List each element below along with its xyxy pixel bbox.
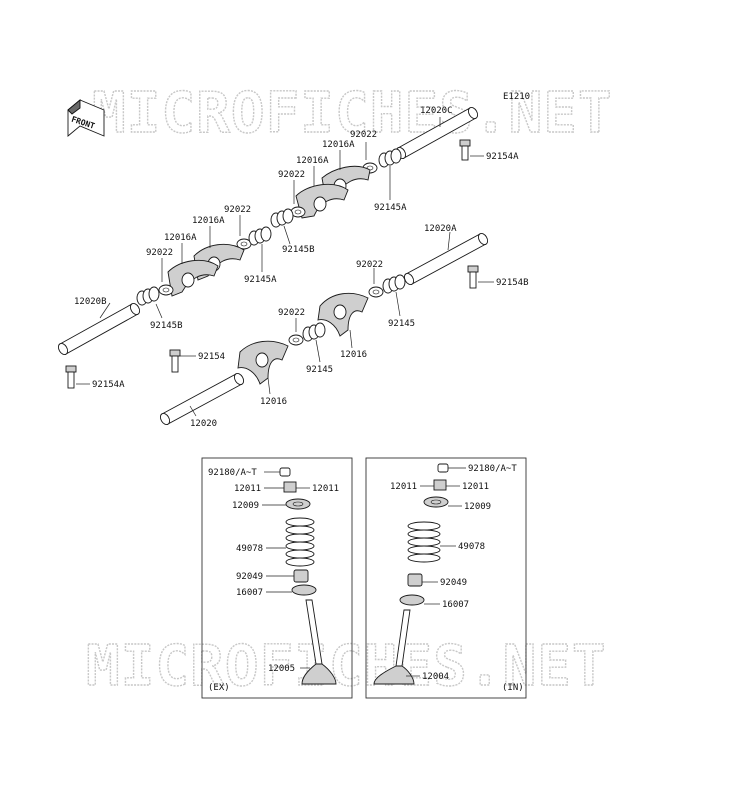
label-in-49078: 49078 — [458, 542, 485, 552]
rocker-shaft-12020b — [57, 302, 141, 356]
label-12020a: 12020A — [424, 224, 457, 234]
label-92145a-a: 92145A — [374, 203, 407, 213]
label-12020b: 12020B — [74, 297, 107, 307]
watermark-bottom: MICROFICHES.NET — [86, 634, 607, 699]
washer-92022-f — [288, 334, 304, 346]
in-keeper-12011 — [433, 479, 447, 491]
ex-keeper-12011 — [283, 481, 297, 493]
washer-92022-d — [158, 284, 174, 296]
rocker-shaft-12020a — [403, 232, 489, 286]
in-valve-12004 — [373, 609, 415, 685]
label-92145-b: 92145 — [306, 365, 333, 375]
bolt-92154 — [169, 349, 181, 373]
spring-92145a-a — [378, 148, 402, 168]
label-ex-92049: 92049 — [236, 572, 263, 582]
in-spring-49078 — [407, 521, 441, 563]
label-ex-92180: 92180/A~T — [208, 468, 257, 478]
label-in-12009: 12009 — [464, 502, 491, 512]
ex-cap-92180 — [279, 467, 291, 477]
in-seal-92049 — [407, 573, 423, 587]
bolt-92154a-bottom — [65, 365, 77, 389]
label-92154a-top: 92154A — [486, 152, 519, 162]
label-12016a-d: 12016A — [164, 233, 197, 243]
ex-valve-12005 — [301, 599, 337, 685]
label-92022-c: 92022 — [224, 205, 251, 215]
spring-92145-b — [302, 322, 326, 342]
label-in-12004: 12004 — [422, 672, 449, 682]
label-ex-12011-left: 12011 — [234, 484, 261, 494]
rocker-arm-12016a-d — [167, 259, 219, 297]
label-92022-a: 92022 — [350, 130, 377, 140]
label-12016-a: 12016 — [340, 350, 367, 360]
label-in-16007: 16007 — [442, 600, 469, 610]
rocker-shaft-12020 — [159, 372, 245, 426]
spring-92145b-a — [270, 208, 294, 228]
label-12016a-c: 12016A — [192, 216, 225, 226]
label-92154a-bottom: 92154A — [92, 380, 125, 390]
front-arrow-icon: FRONT — [67, 99, 105, 137]
ex-retainer-12009 — [285, 498, 311, 510]
ex-seal-92049 — [293, 569, 309, 583]
label-ex-16007: 16007 — [236, 588, 263, 598]
rocker-arm-12016-a — [317, 292, 369, 337]
label-92022-e: 92022 — [356, 260, 383, 270]
rocker-arm-12016-b — [237, 340, 289, 385]
label-92154b: 92154B — [496, 278, 529, 288]
diagram-code: E1210 — [503, 92, 530, 102]
in-seat-16007 — [399, 594, 425, 606]
ex-seat-16007 — [291, 584, 317, 596]
label-ex-12009: 12009 — [232, 501, 259, 511]
ex-spring-49078 — [285, 517, 315, 567]
spring-92145a-b — [248, 226, 272, 246]
label-92022-d: 92022 — [146, 248, 173, 258]
bolt-92154b — [467, 265, 479, 289]
label-in-92180: 92180/A~T — [468, 464, 517, 474]
in-retainer-12009 — [423, 496, 449, 508]
label-92145-a: 92145 — [388, 319, 415, 329]
intake-valve-box — [365, 457, 527, 699]
watermark-top: MICROFICHES.NET — [92, 81, 613, 146]
label-12020: 12020 — [190, 419, 217, 429]
bolt-92154a-top — [459, 139, 471, 161]
washer-92022-c — [236, 238, 252, 250]
label-in-92049: 92049 — [440, 578, 467, 588]
label-92145b-b: 92145B — [150, 321, 183, 331]
spring-92145b-b — [136, 286, 160, 306]
label-ex-12011-right: 12011 — [312, 484, 339, 494]
washer-92022-e — [368, 286, 384, 298]
label-in-12011-left: 12011 — [390, 482, 417, 492]
label-92145a-b: 92145A — [244, 275, 277, 285]
exhaust-valve-box — [201, 457, 353, 699]
label-ex-12005: 12005 — [268, 664, 295, 674]
rocker-arm-12016a-b — [295, 183, 349, 219]
in-cap-92180 — [437, 463, 449, 473]
ex-box-label: (EX) — [208, 683, 230, 693]
label-in-12011-right: 12011 — [462, 482, 489, 492]
label-92145b-a: 92145B — [282, 245, 315, 255]
label-92022-b: 92022 — [278, 170, 305, 180]
label-12016a-b: 12016A — [296, 156, 329, 166]
spring-92145-a — [382, 274, 406, 294]
label-92022-f: 92022 — [278, 308, 305, 318]
label-ex-49078: 49078 — [236, 544, 263, 554]
label-12016a-a: 12016A — [322, 140, 355, 150]
label-92154: 92154 — [198, 352, 225, 362]
label-12020c: 12020C — [420, 106, 453, 116]
in-box-label: (IN) — [502, 683, 524, 693]
label-12016-b: 12016 — [260, 397, 287, 407]
